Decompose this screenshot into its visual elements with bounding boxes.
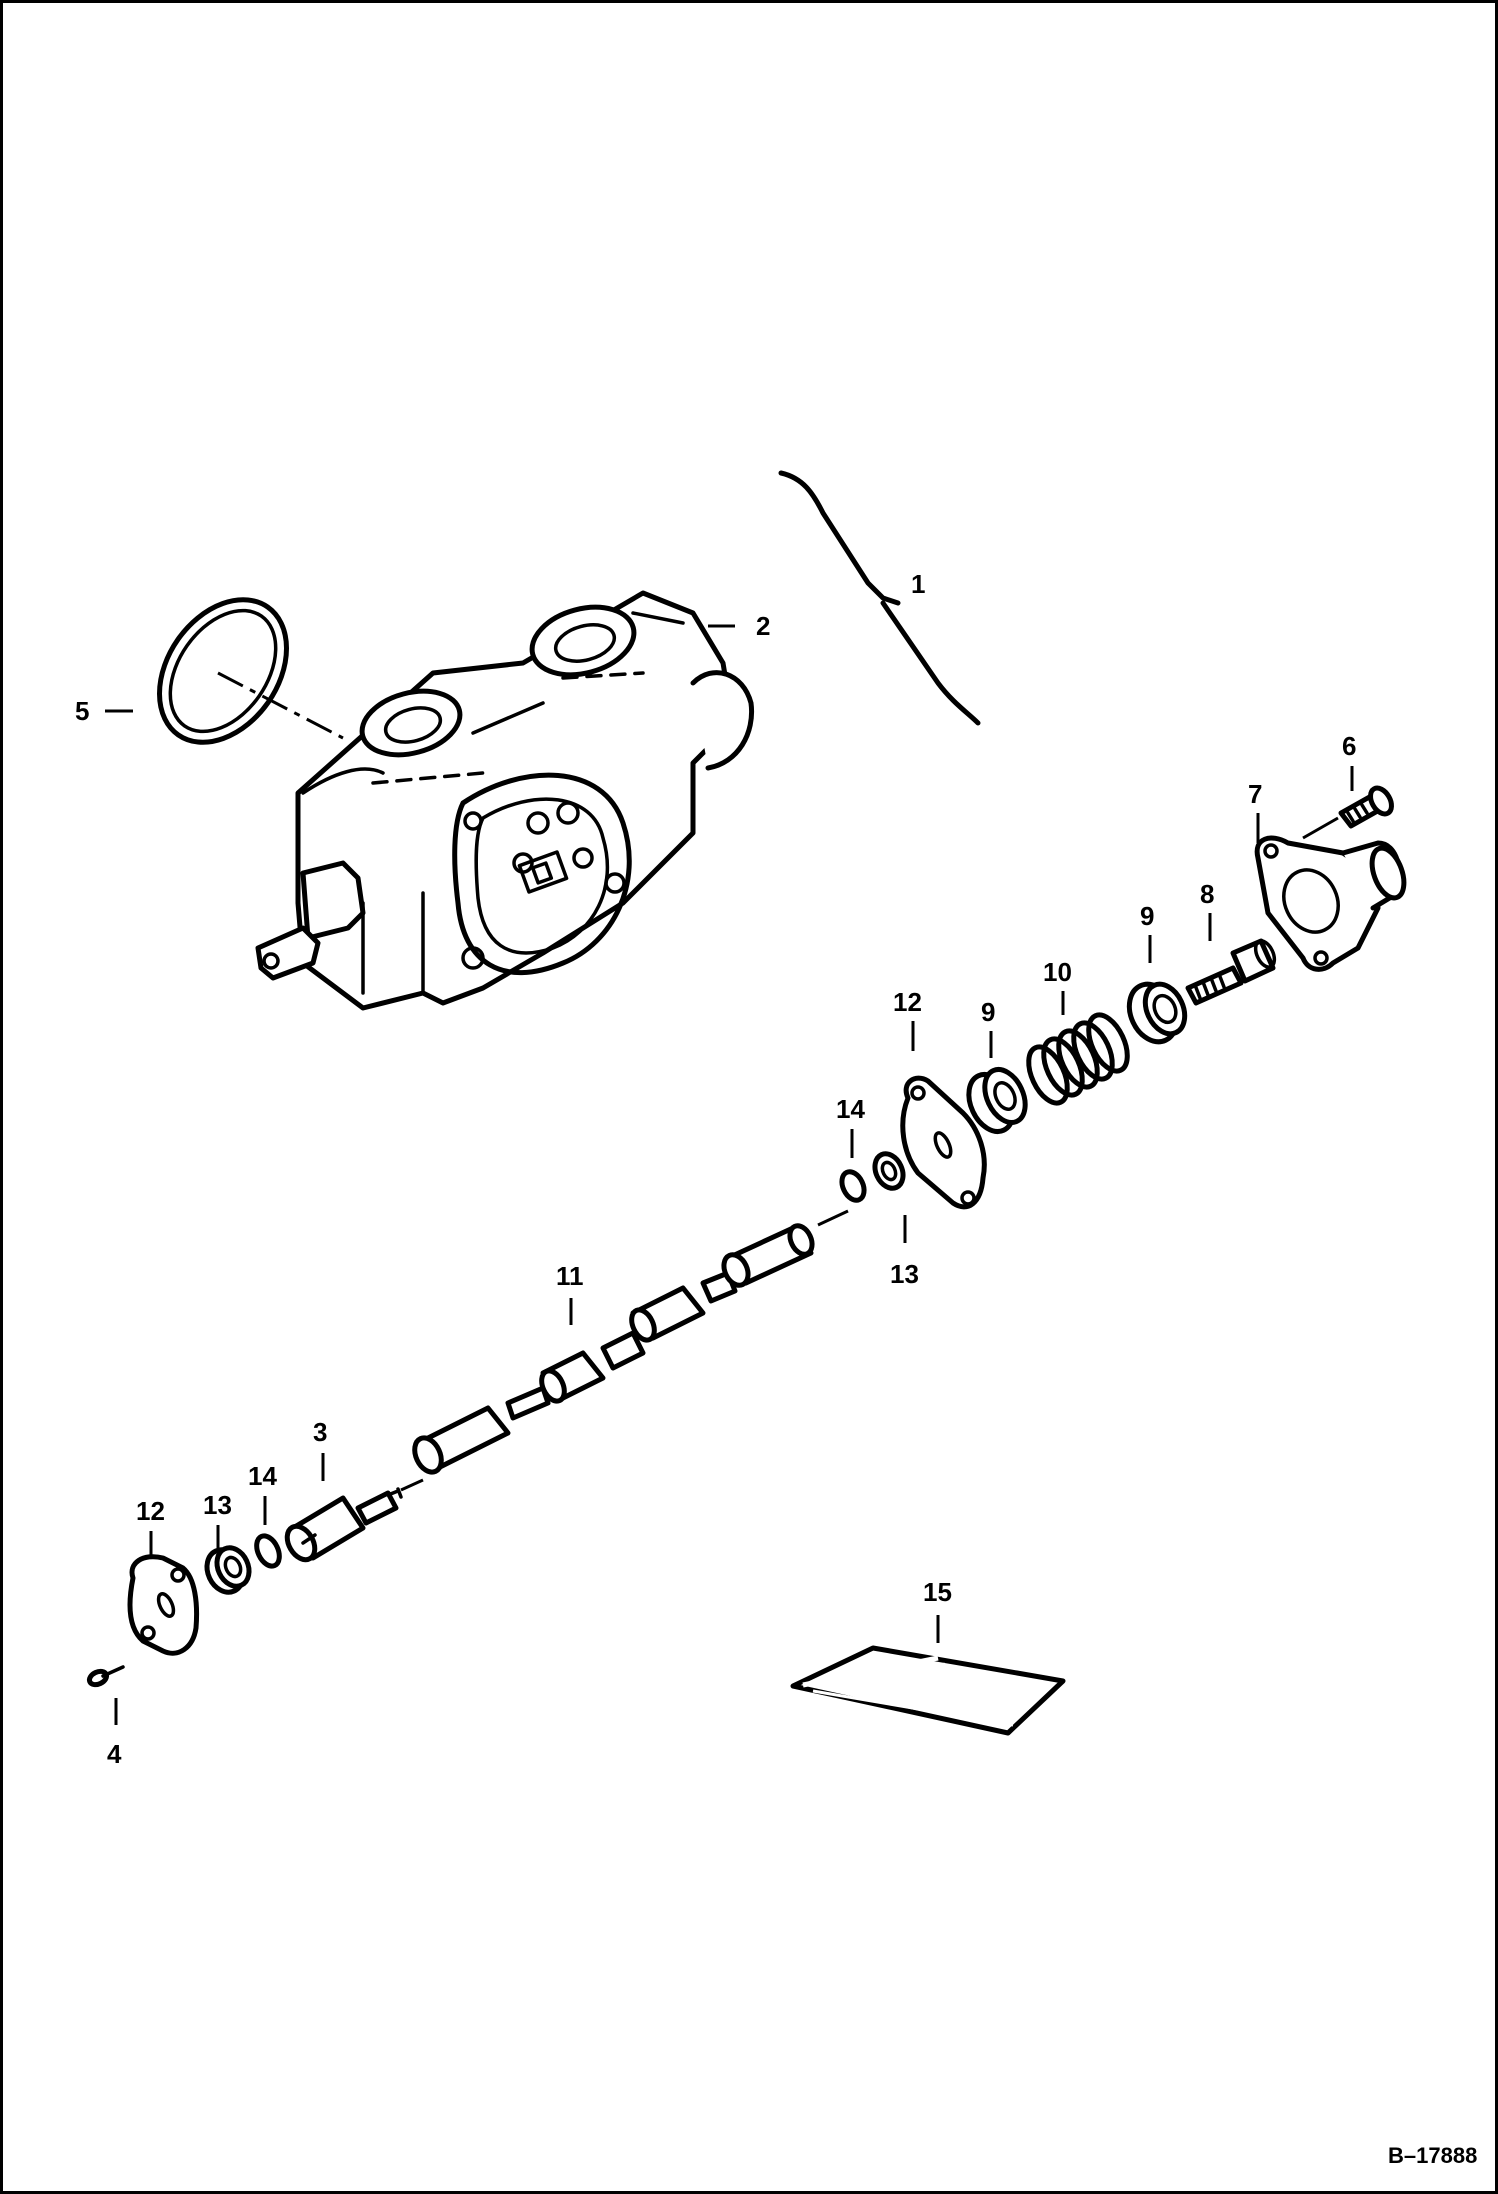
- callout-12-upper: 12: [893, 987, 922, 1017]
- spring-seat-upper-part: [1126, 981, 1188, 1045]
- spring-part: [1026, 1012, 1130, 1106]
- callout-1: 1: [911, 569, 925, 599]
- callout-12-lower: 12: [136, 1496, 165, 1526]
- exploded-parts-diagram: 1 2 3 4 5 6 7 8 9 10 9 12 14 13 11 14 13…: [75, 470, 1477, 2168]
- cap-screw-part: [1338, 785, 1394, 829]
- callout-14-upper: 14: [836, 1094, 865, 1124]
- assembly-bracket: [778, 470, 981, 726]
- callout-6: 6: [1342, 731, 1356, 761]
- o-ring-part: [157, 597, 289, 745]
- centerline-spool: [817, 1209, 849, 1227]
- callout-9-lower: 9: [981, 997, 995, 1027]
- centerline-6: [1302, 816, 1339, 840]
- centerline-3: [400, 1478, 424, 1492]
- spool-part: [412, 1223, 815, 1475]
- decal-part: [790, 1645, 1066, 1736]
- callout-3: 3: [313, 1417, 327, 1447]
- screw-lower-part: [86, 1665, 125, 1688]
- callout-11: 11: [556, 1261, 584, 1291]
- end-cap-part: [1254, 835, 1407, 972]
- callout-4: 4: [107, 1739, 122, 1769]
- o-ring-lower-part: [254, 1533, 282, 1569]
- callout-2: 2: [756, 611, 770, 641]
- callout-7: 7: [1248, 779, 1262, 809]
- detent-part: [284, 1487, 403, 1563]
- callout-10: 10: [1043, 957, 1072, 987]
- callout-14-lower: 14: [248, 1461, 277, 1491]
- callout-15: 15: [923, 1577, 952, 1607]
- callout-13-lower: 13: [203, 1490, 232, 1520]
- o-ring-upper-part: [839, 1169, 867, 1203]
- centerline-5: [217, 671, 344, 740]
- plate-lower-part: [127, 1554, 200, 1656]
- callout-9-upper: 9: [1140, 901, 1154, 931]
- callout-13-upper: 13: [890, 1259, 919, 1289]
- seal-upper-part: [872, 1151, 906, 1191]
- stop-bolt-part: [1185, 938, 1277, 1006]
- plate-upper-part: [900, 1075, 987, 1210]
- callout-8: 8: [1200, 879, 1214, 909]
- valve-body-part: [255, 590, 755, 1011]
- document-id: B–17888: [1388, 2143, 1477, 2168]
- seal-lower-part: [204, 1545, 252, 1595]
- spring-seat-lower-part: [966, 1067, 1028, 1134]
- callout-5: 5: [75, 696, 89, 726]
